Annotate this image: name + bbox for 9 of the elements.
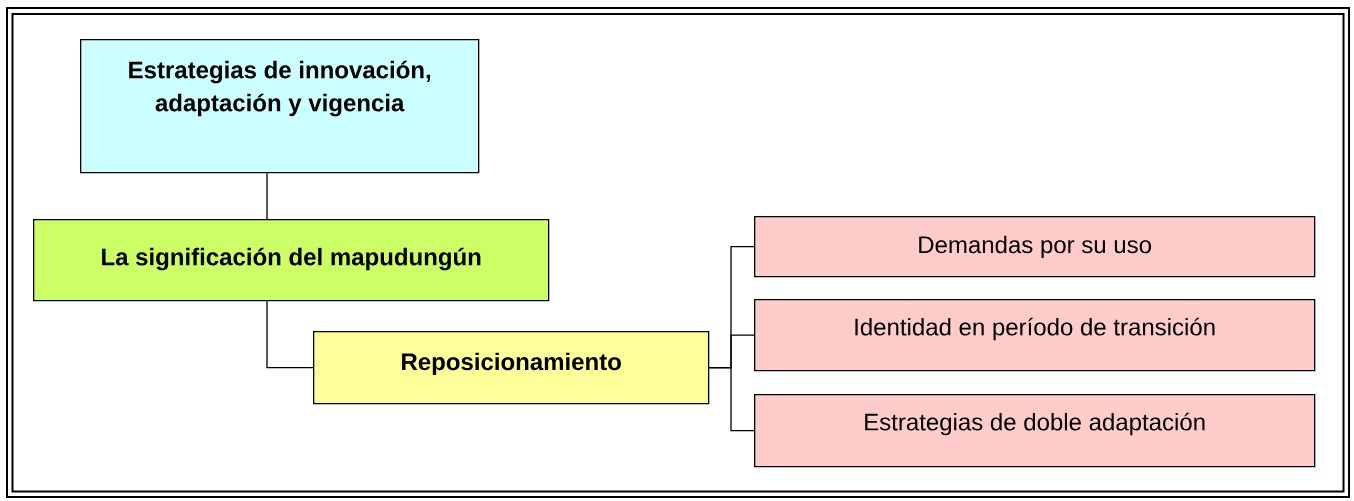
detail-box: Identidad en período de transición <box>754 299 1316 372</box>
connector-line <box>266 300 314 369</box>
topic-box: Estrategias de innovación, adaptación y vigencia <box>80 39 480 174</box>
connector-line <box>266 172 268 220</box>
detail-box: Demandas por su uso <box>754 216 1316 278</box>
subtopic-box: Reposicionamiento <box>313 331 710 405</box>
connector-line <box>708 367 755 432</box>
detail-box: Estrategias de doble adaptación <box>754 394 1316 468</box>
subtopic-box: La significación del mapudungún <box>33 219 550 302</box>
